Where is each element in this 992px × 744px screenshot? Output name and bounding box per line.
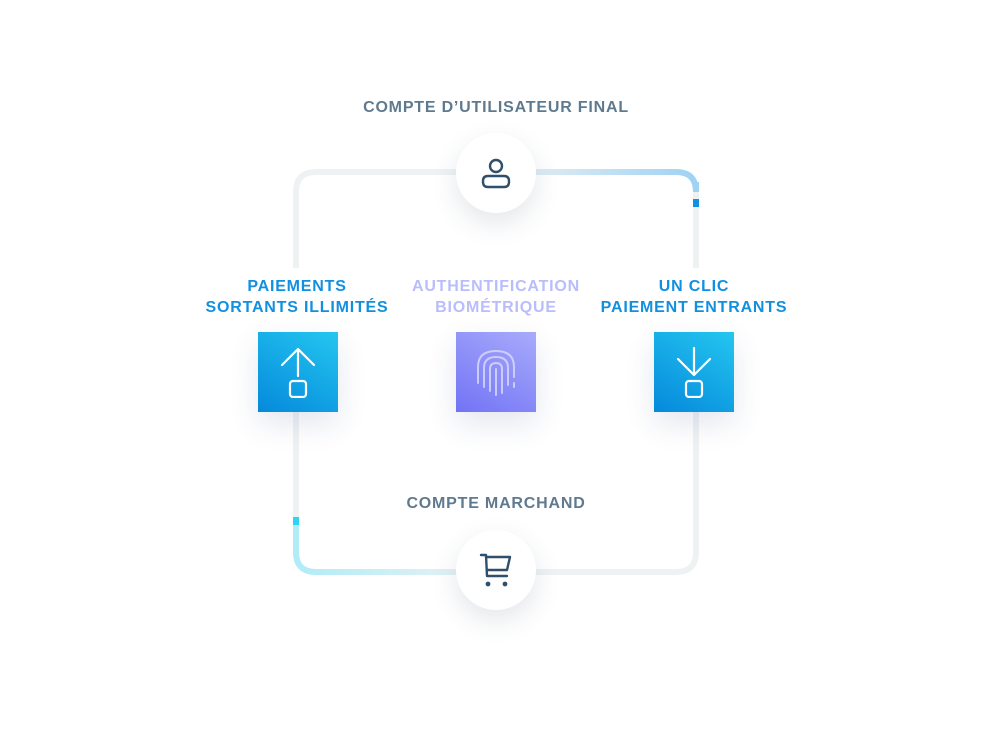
label-line: PAIEMENTS [247,278,347,295]
upload-arrow-icon [280,347,316,398]
frame-top-left [293,169,496,268]
label-line: PAIEMENT ENTRANTS [600,299,788,316]
label-line: AUTHENTIFICATION [411,278,581,295]
outgoing-payments-label: PAIEMENTS SORTANTS ILLIMITÉS [206,276,389,318]
merchant-account-label: COMPTE MARCHAND [406,495,586,512]
end-user-node [456,133,536,213]
fingerprint-icon [477,349,515,396]
frame-bottom-right [496,412,699,575]
user-icon [481,158,511,189]
label-line: BIOMÉTRIQUE [435,299,557,316]
merchant-node [456,530,536,610]
cart-icon [479,553,512,587]
outgoing-payments-tile [258,332,338,412]
download-arrow-icon [676,346,712,398]
label-line: SORTANTS ILLIMITÉS [205,299,389,316]
incoming-payments-tile [654,332,734,412]
label-line: UN CLIC [658,278,730,295]
biometric-tile [456,332,536,412]
biometric-auth-label: AUTHENTIFICATION BIOMÉTRIQUE [412,276,580,318]
end-user-account-label: COMPTE D’UTILISATEUR FINAL [363,99,629,116]
one-click-incoming-label: UN CLIC PAIEMENT ENTRANTS [601,276,788,318]
